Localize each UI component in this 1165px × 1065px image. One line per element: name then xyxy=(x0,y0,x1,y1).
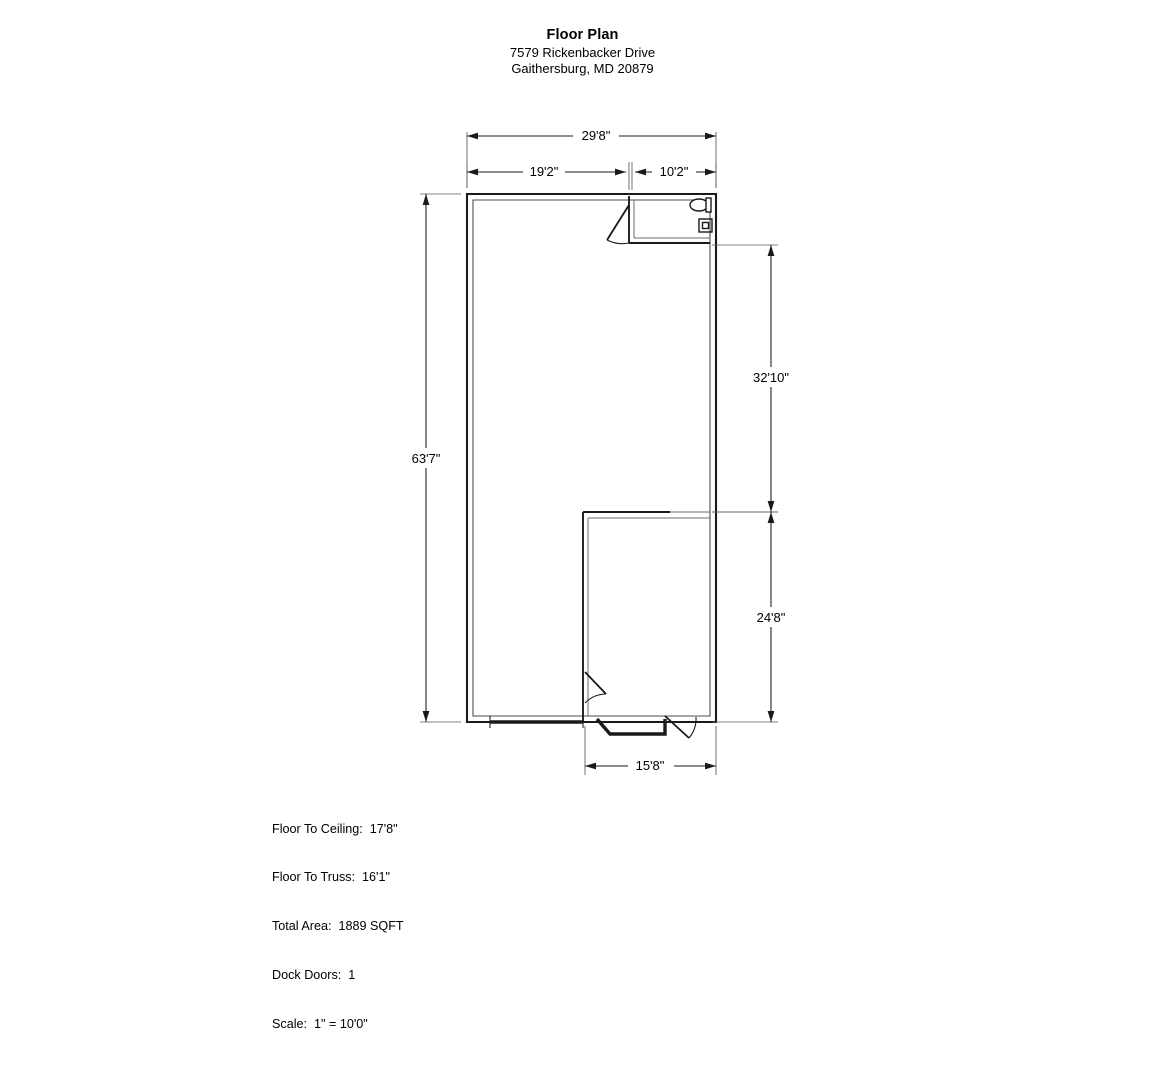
restroom-fixtures xyxy=(689,197,713,233)
specifications-block: Floor To Ceiling: 17'8" Floor To Truss: … xyxy=(272,788,404,1065)
dimension-right-upper-label: 32'10" xyxy=(753,370,789,385)
dimension-top-overall-label: 29'8" xyxy=(582,128,611,143)
dimension-bottom-segment: 15'8" xyxy=(584,726,717,775)
dimension-top-left-label: 19'2" xyxy=(530,164,559,179)
building-outline xyxy=(465,192,718,724)
spec-floor-to-truss: Floor To Truss: 16'1" xyxy=(272,870,390,885)
spec-scale: Scale: 1" = 10'0" xyxy=(272,1017,368,1032)
sink-fixture xyxy=(698,218,713,233)
page-title: Floor Plan xyxy=(546,27,619,43)
spec-floor-to-ceiling: Floor To Ceiling: 17'8" xyxy=(272,821,398,836)
address-line-2: Gaithersburg, MD 20879 xyxy=(511,61,654,77)
dimension-bottom-label: 15'8" xyxy=(636,758,665,773)
dimension-right-upper: 32'10" xyxy=(712,244,801,513)
bottom-wall-opening xyxy=(489,716,584,728)
restroom-walls xyxy=(628,196,710,244)
lower-room-right-door xyxy=(664,715,697,739)
toilet-fixture xyxy=(689,197,712,213)
spec-dock-doors: Dock Doors: 1 xyxy=(272,968,356,983)
floor-plan-drawing: 29'8" 19'2" 10'2" xyxy=(400,128,801,775)
dimension-right-lower-label: 24'8" xyxy=(757,610,786,625)
dimension-right-lower: 24'8" xyxy=(712,511,797,723)
restroom-door xyxy=(606,204,630,245)
dimension-left-overall: 63'7" xyxy=(400,193,461,723)
dock-door xyxy=(595,717,667,736)
title-block: Floor Plan 7579 Rickenbacker Drive Gaith… xyxy=(0,26,1165,78)
address-line-1: 7579 Rickenbacker Drive xyxy=(509,44,656,60)
dimension-left-overall-label: 63'7" xyxy=(412,451,441,466)
floor-plan-sheet: Floor Plan 7579 Rickenbacker Drive Gaith… xyxy=(0,26,1165,1032)
dimension-top-right-label: 10'2" xyxy=(660,164,689,179)
lower-room-left-door xyxy=(584,671,607,704)
spec-total-area: Total Area: 1889 SQFT xyxy=(272,919,404,934)
lower-room-walls xyxy=(582,511,710,722)
dimension-top-left-segment: 19'2" xyxy=(466,162,630,190)
dimension-top-right-segment: 10'2" xyxy=(631,162,717,190)
